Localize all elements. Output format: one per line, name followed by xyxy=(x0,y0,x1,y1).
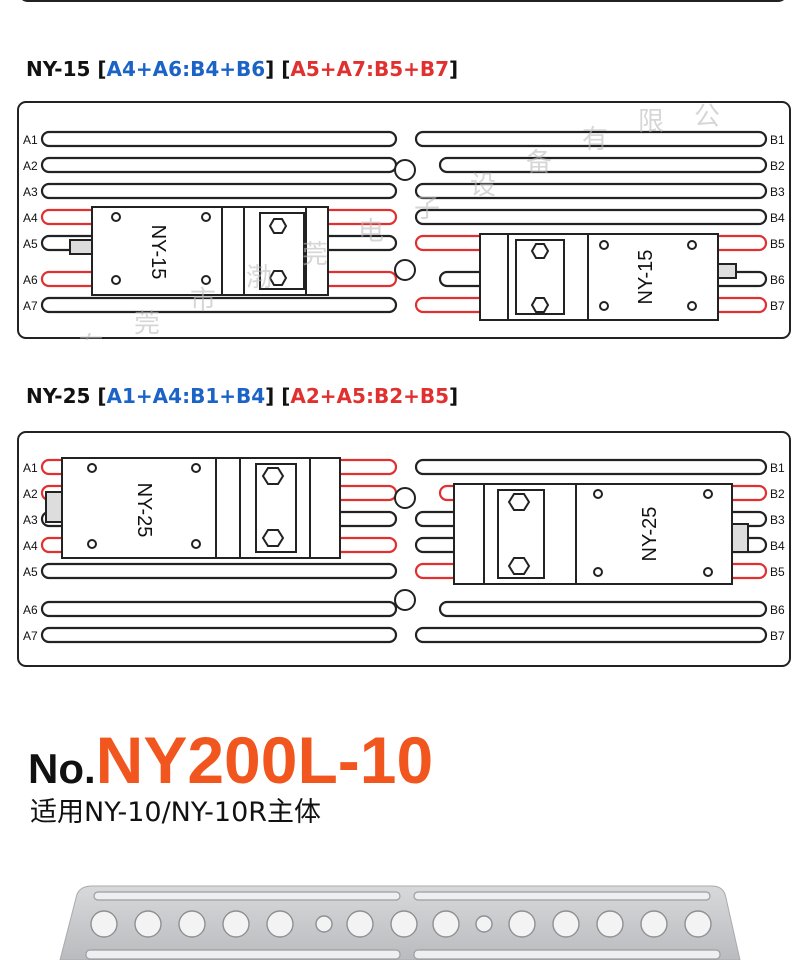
diagram2-left-block xyxy=(45,457,341,559)
diagram1-label-a6: A6 xyxy=(23,273,38,287)
watermark-char: 公 xyxy=(694,102,720,132)
diagram1-label-b3: B3 xyxy=(770,185,785,199)
diagram2-combo-red: A2+A5:B2+B5 xyxy=(290,384,450,408)
diagram1-block-left-label: NY-15 xyxy=(147,225,169,280)
diagram2-combo-blue: A1+A4:B1+B4 xyxy=(106,384,266,408)
diagram2-label-b4: B4 xyxy=(770,539,785,553)
diagram1-label-a3: A3 xyxy=(23,185,38,199)
diagram2-label-b6: B6 xyxy=(770,603,785,617)
diagram1-label-b6: B6 xyxy=(770,273,785,287)
watermark-char: 渤 xyxy=(246,263,272,293)
watermark-char: 子 xyxy=(414,194,440,224)
diagram2-block-left-label: NY-25 xyxy=(133,483,155,538)
diagram2-plate: A1 A2 A3 A4 A5 A6 A7 B1 B2 B3 B4 B5 B6 B… xyxy=(17,431,791,667)
diagram2-label-b7: B7 xyxy=(770,629,785,643)
diagram1-combo-blue: A4+A6:B4+B6 xyxy=(106,57,266,81)
watermark-char: 有 xyxy=(582,125,608,155)
diagram1-bracket: ] [ xyxy=(265,57,291,81)
diagram1-label-b7: B7 xyxy=(770,299,785,313)
product-subtitle: 适用NY-10/NY-10R主体 xyxy=(30,797,322,828)
diagram2-label-b2: B2 xyxy=(770,487,785,501)
diagram1-left-block xyxy=(69,206,329,296)
diagram2-label-a5: A5 xyxy=(23,565,38,579)
diagram2-block-right-label: NY-25 xyxy=(639,507,661,562)
diagram1-label-b2: B2 xyxy=(770,159,785,173)
product-no-label: No. xyxy=(28,745,96,792)
watermark-char: 备 xyxy=(526,148,552,178)
diagram1-label-b1: B1 xyxy=(770,133,785,147)
diagram1-label-b5: B5 xyxy=(770,237,785,251)
product-model: NY200L-10 xyxy=(95,723,434,797)
watermark-char: 莞 xyxy=(302,240,328,270)
watermark-char: 电 xyxy=(358,217,384,247)
diagram2-right-block xyxy=(453,483,749,585)
diagram1-label-a2: A2 xyxy=(23,159,38,173)
diagram1-plate: A1 A2 A3 A4 A5 A6 A7 B1 B2 B3 B4 B5 B6 B… xyxy=(17,101,791,340)
diagram1-block-right-label: NY-15 xyxy=(635,250,657,305)
diagram1-title: NY-15 [A4+A6:B4+B6] [A5+A7:B5+B7] xyxy=(26,57,458,81)
diagram1-model: NY-15 xyxy=(26,57,91,81)
diagram2-model: NY-25 xyxy=(26,384,91,408)
diagram1-bracket: ] xyxy=(449,57,459,81)
diagram2-label-a3: A3 xyxy=(23,513,38,527)
diagram1-label-a1: A1 xyxy=(23,133,38,147)
diagram2-label-b3: B3 xyxy=(770,513,785,527)
diagram2-bracket: [ xyxy=(97,384,107,408)
watermark-char: 市 xyxy=(190,286,216,316)
diagram1-label-a5: A5 xyxy=(23,237,38,251)
diagram2-bracket: ] [ xyxy=(265,384,291,408)
diagram2-bracket: ] xyxy=(449,384,459,408)
diagram1-combo-red: A5+A7:B5+B7 xyxy=(290,57,450,81)
diagram1-label-a4: A4 xyxy=(23,211,38,225)
diagram2-label-a1: A1 xyxy=(23,461,38,475)
diagram2-label-a2: A2 xyxy=(23,487,38,501)
diagram2-title: NY-25 [A1+A4:B1+B4] [A2+A5:B2+B5] xyxy=(26,384,458,408)
product-heading: No.NY200L-10 xyxy=(28,722,433,798)
diagram1-label-a7: A7 xyxy=(23,299,38,313)
watermark-char: 设 xyxy=(470,171,496,201)
diagram2-label-a7: A7 xyxy=(23,629,38,643)
watermark-char: 东 xyxy=(78,332,104,340)
diagram1-bracket: [ xyxy=(97,57,107,81)
diagram2-label-b5: B5 xyxy=(770,565,785,579)
diagram1-right-block xyxy=(479,233,737,321)
diagram1-label-b4: B4 xyxy=(770,211,785,225)
watermark-char: 限 xyxy=(638,107,664,137)
watermark: 东 莞 市 渤 莞 电 子 设 备 有 限 公 xyxy=(78,102,720,340)
diagram2-label-b1: B1 xyxy=(770,461,785,475)
top-plate-frame xyxy=(18,0,788,2)
product-photo xyxy=(59,885,741,960)
diagram2-label-a4: A4 xyxy=(23,539,38,553)
diagram2-label-a6: A6 xyxy=(23,603,38,617)
watermark-char: 莞 xyxy=(134,309,160,339)
